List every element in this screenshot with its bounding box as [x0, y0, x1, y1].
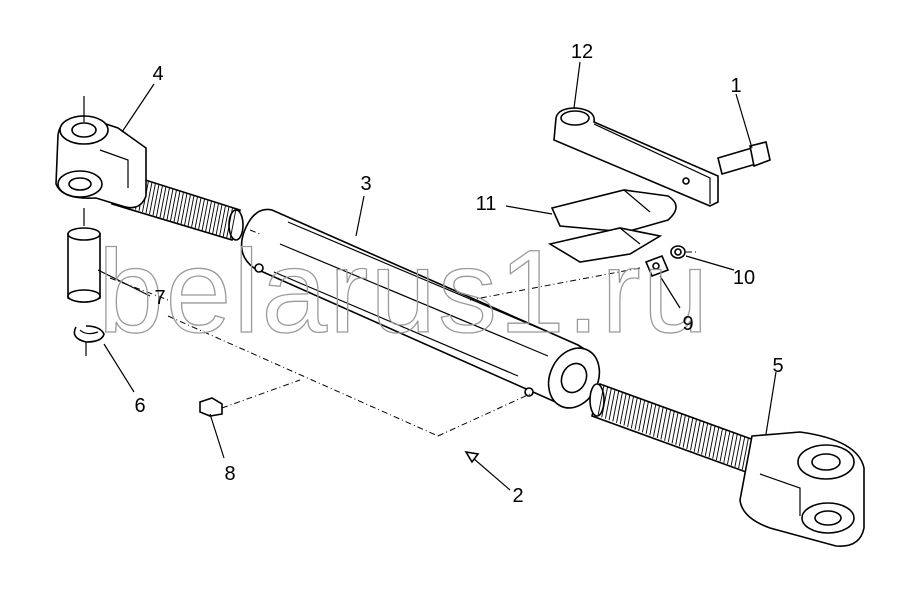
thread-line	[638, 400, 646, 432]
thread-line	[198, 198, 205, 230]
callout-3: 3	[360, 173, 371, 195]
grease-fitting	[199, 379, 301, 417]
thread-line	[180, 193, 188, 225]
thread-line	[719, 430, 727, 462]
thread-line	[641, 401, 649, 433]
thread-line	[630, 397, 638, 429]
thread-line	[601, 386, 609, 418]
bolt	[717, 141, 771, 176]
thread-line	[701, 423, 709, 455]
assembly-lines	[109, 229, 696, 437]
callout-6: 6	[134, 395, 145, 417]
thread-line	[664, 409, 672, 441]
thread-line	[205, 201, 212, 233]
turnbuckle-tube	[240, 208, 601, 409]
thread-line	[226, 207, 233, 239]
thread-line	[219, 205, 226, 237]
callout-5: 5	[772, 355, 783, 377]
thread-line	[690, 419, 697, 451]
thread-line	[682, 416, 690, 448]
thread-line	[604, 387, 612, 419]
thread-line	[660, 408, 668, 440]
leader-lines	[97, 61, 777, 491]
thread-line	[156, 185, 163, 217]
thread-line	[612, 390, 620, 422]
thread-line	[608, 389, 616, 421]
thread-line	[727, 433, 734, 465]
callout-7: 7	[154, 287, 165, 309]
watermark-text: belarus1.ru	[98, 226, 710, 358]
thread-line	[734, 435, 742, 467]
thread-line	[616, 391, 623, 423]
thread-line	[163, 187, 170, 219]
callout-2: 2	[512, 485, 523, 507]
thread-line	[649, 404, 657, 436]
thread-line	[686, 417, 694, 450]
thread-line	[645, 402, 653, 434]
callout-12: 12	[571, 41, 593, 63]
callout-1: 1	[730, 75, 741, 97]
thread-line	[675, 413, 683, 445]
thread-line	[623, 394, 631, 426]
thread-line	[741, 438, 749, 470]
thread-line	[715, 428, 723, 461]
spring-clip	[547, 189, 677, 263]
thread-line	[656, 406, 664, 439]
right-fork	[739, 431, 865, 547]
thread-line	[208, 202, 216, 234]
thread-line	[145, 181, 153, 214]
thread-line	[671, 412, 679, 444]
thread-line	[152, 184, 160, 216]
right-threaded-rod	[589, 382, 755, 474]
thread-line	[187, 195, 195, 227]
pin	[67, 208, 101, 303]
thread-line	[730, 434, 738, 466]
callout-11: 11	[476, 193, 497, 215]
thread-line	[177, 192, 184, 224]
thread-line	[212, 203, 219, 235]
left-fork	[55, 96, 147, 209]
thread-line	[201, 199, 209, 232]
thread-line	[173, 190, 181, 223]
thread-line	[653, 405, 660, 437]
thread-line	[184, 194, 191, 226]
thread-line	[697, 422, 705, 454]
thread-line	[667, 411, 675, 443]
thread-line	[723, 431, 731, 463]
thread-line	[708, 426, 716, 458]
thread-line	[215, 204, 223, 236]
thread-line	[194, 197, 202, 229]
thread-line	[166, 188, 174, 220]
thread-line	[597, 384, 605, 417]
retaining-ring	[73, 325, 105, 356]
thread-line	[159, 186, 167, 218]
thread-line	[627, 395, 635, 428]
thread-line	[619, 393, 627, 425]
thread-line	[191, 196, 198, 228]
handle	[553, 107, 719, 207]
thread-line	[634, 398, 642, 430]
thread-line	[170, 189, 177, 221]
callout-4: 4	[152, 63, 163, 85]
thread-line	[738, 437, 746, 469]
thread-line	[704, 424, 712, 456]
callout-8: 8	[224, 463, 235, 485]
thread-line	[678, 415, 686, 447]
thread-line	[149, 183, 156, 215]
thread-line	[222, 206, 230, 238]
callout-9: 9	[682, 313, 693, 335]
thread-line	[693, 420, 701, 452]
thread-line	[712, 427, 720, 459]
washer	[670, 245, 686, 259]
callout-10: 10	[733, 267, 755, 289]
thread-line	[229, 208, 237, 241]
nut	[644, 254, 670, 278]
